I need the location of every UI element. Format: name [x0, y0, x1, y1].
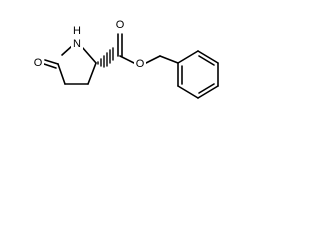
- ester-carbonyl: [117, 33, 123, 57]
- bond-gamma-carbon-lactam-carbon: [57, 63, 66, 85]
- phenyl-inner-double-1: [198, 55, 215, 66]
- phenyl-ring: [177, 50, 219, 99]
- hydrogen-label: H: [73, 25, 81, 37]
- bond-nitrogen-alpha-carbon: [81, 46, 97, 64]
- carbonyl-oxygen-mask: [114, 18, 126, 32]
- phenyl-bond-5: [177, 85, 199, 99]
- bond-oxygen-methylene: [145, 55, 161, 64]
- phenyl-bond-2: [197, 50, 219, 64]
- chemical-structure-canvas: O N H O O: [0, 0, 240, 117]
- atom-labels: O N H O O: [33, 18, 146, 71]
- ring-oxygen-label: O: [34, 57, 43, 69]
- bond-lactam-carbonyl-1: [44, 59, 59, 65]
- bond-lactam-carbonyl-2: [43, 63, 57, 69]
- phenyl-inner-double-2: [198, 83, 215, 94]
- stereo-hashed-bond: [97, 47, 114, 68]
- bond-methylene-phenyl: [159, 55, 179, 64]
- ester-linkage: [119, 55, 179, 64]
- bond-alpha-carbon-beta-carbon: [87, 62, 97, 85]
- ester-oxygen-label: O: [136, 58, 145, 70]
- ester-oxygen-mask: [134, 57, 146, 71]
- benzyl-pyroglutamate-structure: O N H O O: [33, 18, 219, 99]
- phenyl-bond-4: [197, 85, 219, 99]
- lactam-ring: [57, 45, 97, 85]
- carbonyl-oxygen-label: O: [116, 19, 125, 31]
- nitrogen-mask: [71, 38, 83, 51]
- lactam-carbonyl: [43, 59, 59, 69]
- bond-ester-carbon-oxygen: [119, 55, 135, 64]
- bond-lactam-carbon-nitrogen: [61, 45, 73, 56]
- nitrogen-label: N: [73, 38, 81, 50]
- hydrogen-mask: [72, 25, 83, 38]
- ring-oxygen-mask: [33, 56, 44, 70]
- phenyl-bond-1: [177, 50, 199, 64]
